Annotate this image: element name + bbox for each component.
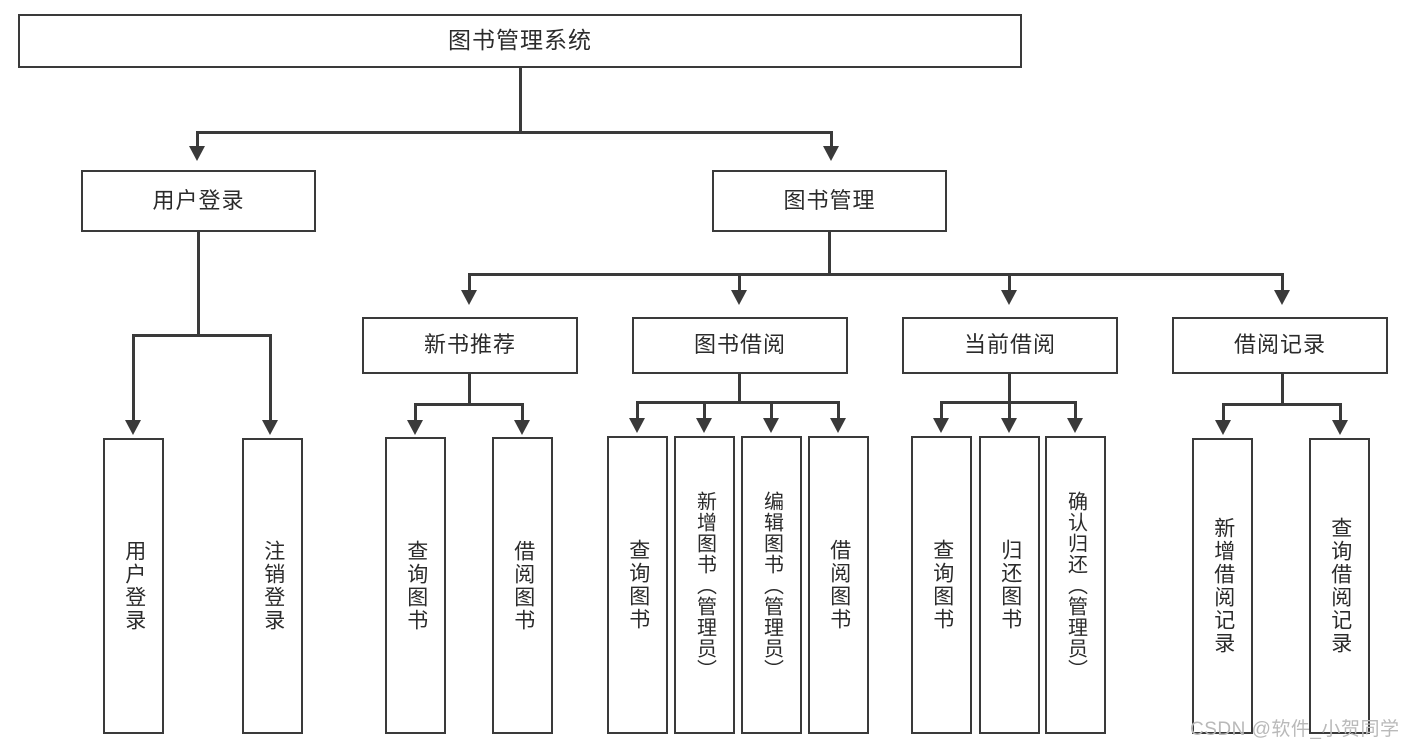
arrow-book-borrow-leaf-2 <box>696 418 712 433</box>
leaf-borrow-book-borrow[interactable]: 借阅图书 <box>808 436 869 734</box>
leaf-add-borrow-record[interactable]: 新增借阅记录 <box>1192 438 1253 734</box>
arrow-root-to-book-manage <box>823 146 839 161</box>
node-book-management[interactable]: 图书管理 <box>712 170 947 232</box>
connector-root-stem <box>519 68 522 132</box>
connector-book-borrow-stem <box>738 374 741 402</box>
leaf-edit-book-admin[interactable]: 编辑图书（管理员） <box>741 436 802 734</box>
arrow-book-borrow-leaf-3 <box>763 418 779 433</box>
arrow-book-borrow-leaf-4 <box>830 418 846 433</box>
connector-user-login-drop-2 <box>269 334 272 421</box>
node-new-book-recommend[interactable]: 新书推荐 <box>362 317 578 374</box>
connector-current-borrow-drop-3 <box>1074 401 1077 419</box>
connector-book-borrow-drop-2 <box>703 401 706 419</box>
connector-book-manage-drop-2 <box>738 273 741 291</box>
connector-current-borrow-stem <box>1008 374 1011 402</box>
leaf-return-book[interactable]: 归还图书 <box>979 436 1040 734</box>
leaf-user-login[interactable]: 用户登录 <box>103 438 164 734</box>
leaf-confirm-return-admin[interactable]: 确认归还（管理员） <box>1045 436 1106 734</box>
connector-book-borrow-drop-4 <box>837 401 840 419</box>
arrow-current-borrow-leaf-1 <box>933 418 949 433</box>
arrow-book-manage-child-2 <box>731 290 747 305</box>
connector-book-borrow-drop-1 <box>636 401 639 419</box>
connector-user-login-drop-1 <box>132 334 135 421</box>
connector-borrow-record-bus <box>1222 403 1342 406</box>
node-current-borrow[interactable]: 当前借阅 <box>902 317 1118 374</box>
arrow-new-book-leaf-1 <box>407 420 423 435</box>
arrow-borrow-record-leaf-1 <box>1215 420 1231 435</box>
connector-current-borrow-drop-1 <box>940 401 943 419</box>
connector-book-manage-stem <box>828 232 831 274</box>
arrow-book-manage-child-4 <box>1274 290 1290 305</box>
node-root-book-management-system[interactable]: 图书管理系统 <box>18 14 1022 68</box>
arrow-new-book-leaf-2 <box>514 420 530 435</box>
arrow-book-manage-child-1 <box>461 290 477 305</box>
connector-book-manage-drop-1 <box>468 273 471 291</box>
node-book-borrow[interactable]: 图书借阅 <box>632 317 848 374</box>
arrow-root-to-user-login <box>189 146 205 161</box>
connector-book-borrow-drop-3 <box>770 401 773 419</box>
connector-root-to-user-login <box>196 131 199 147</box>
connector-user-login-stem <box>197 232 200 335</box>
connector-borrow-record-stem <box>1281 374 1284 404</box>
connector-user-login-bus <box>132 334 271 337</box>
leaf-query-borrow-record[interactable]: 查询借阅记录 <box>1309 438 1370 734</box>
arrow-user-login-leaf-1 <box>125 420 141 435</box>
connector-borrow-record-drop-1 <box>1222 403 1225 421</box>
leaf-add-book-admin[interactable]: 新增图书（管理员） <box>674 436 735 734</box>
connector-root-to-book-manage <box>830 131 833 147</box>
connector-new-book-drop-1 <box>414 403 417 421</box>
connector-root-bus <box>196 131 833 134</box>
arrow-current-borrow-leaf-2 <box>1001 418 1017 433</box>
arrow-book-borrow-leaf-1 <box>629 418 645 433</box>
connector-new-book-bus <box>414 403 524 406</box>
leaf-query-book-recommend[interactable]: 查询图书 <box>385 437 446 734</box>
node-borrow-record[interactable]: 借阅记录 <box>1172 317 1388 374</box>
arrow-current-borrow-leaf-3 <box>1067 418 1083 433</box>
arrow-borrow-record-leaf-2 <box>1332 420 1348 435</box>
connector-book-manage-drop-3 <box>1008 273 1011 291</box>
connector-new-book-drop-2 <box>521 403 524 421</box>
arrow-book-manage-child-3 <box>1001 290 1017 305</box>
leaf-query-book-current[interactable]: 查询图书 <box>911 436 972 734</box>
connector-book-manage-bus <box>468 273 1284 276</box>
arrow-user-login-leaf-2 <box>262 420 278 435</box>
connector-book-manage-drop-4 <box>1281 273 1284 291</box>
connector-current-borrow-drop-2 <box>1008 401 1011 419</box>
connector-new-book-stem <box>468 374 471 404</box>
node-user-login[interactable]: 用户登录 <box>81 170 316 232</box>
leaf-query-book-borrow[interactable]: 查询图书 <box>607 436 668 734</box>
connector-book-borrow-bus <box>636 401 839 404</box>
leaf-logout-login[interactable]: 注销登录 <box>242 438 303 734</box>
leaf-borrow-book-recommend[interactable]: 借阅图书 <box>492 437 553 734</box>
connector-borrow-record-drop-2 <box>1339 403 1342 421</box>
